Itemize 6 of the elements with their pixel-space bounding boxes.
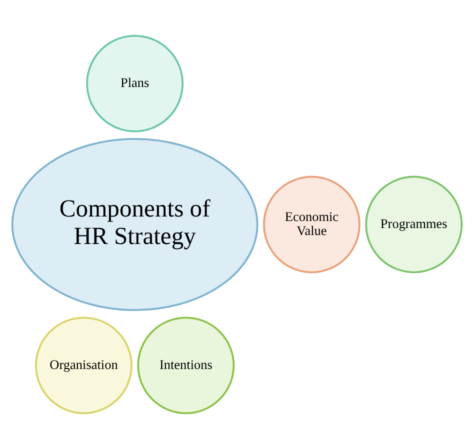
node-circle: Programmes: [365, 175, 463, 273]
node-circle: Intentions: [137, 316, 235, 414]
node-circle: Plans: [86, 34, 184, 132]
node-circle: Economic Value: [263, 175, 360, 273]
node-ellipse: Components of HR Strategy: [11, 137, 258, 311]
node-circle: Organisation: [35, 316, 132, 414]
